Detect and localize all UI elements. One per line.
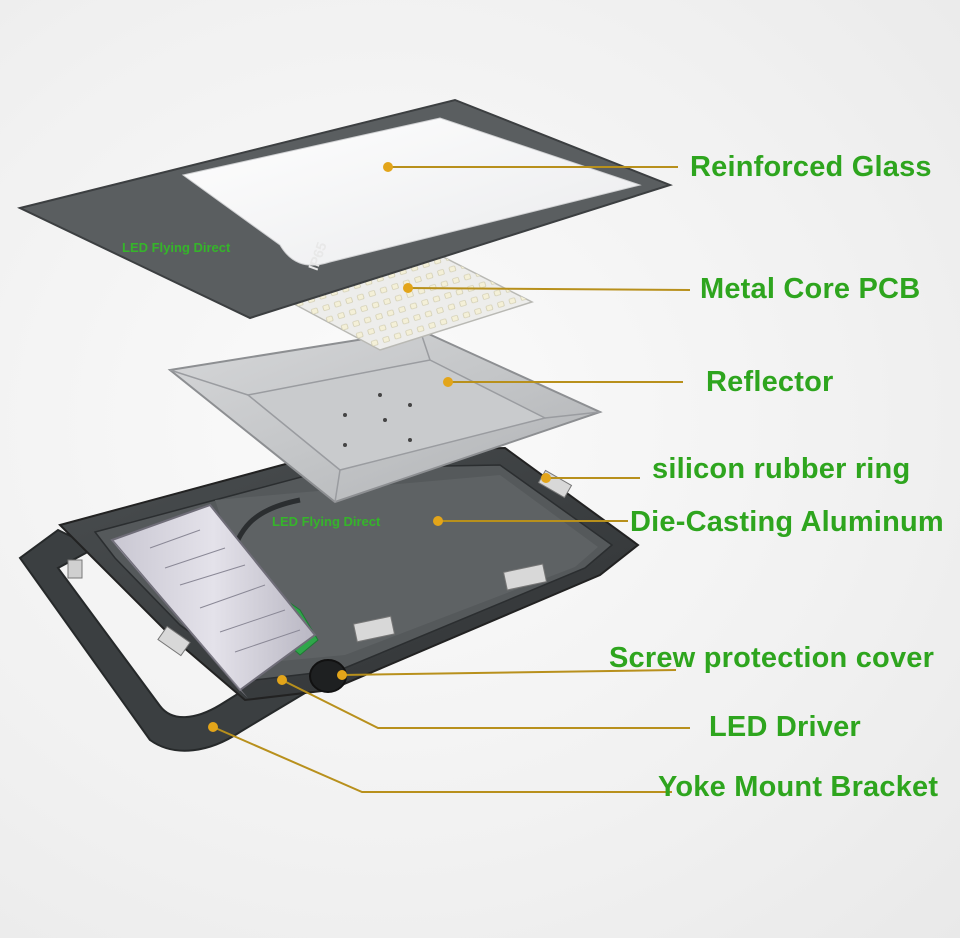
label-screw-protection-cover: Screw protection cover [609,642,935,674]
leader-screw-protection-cover [341,669,677,676]
label-reinforced-glass: Reinforced Glass [690,151,932,183]
label-die-casting-aluminum: Die-Casting Aluminum [630,506,944,538]
label-metal-core-pcb: Metal Core PCB [700,273,921,305]
leader-dots [208,162,551,732]
label-silicon-rubber-ring: silicon rubber ring [652,453,911,485]
leader-lines [212,166,691,793]
leader-led-driver [281,679,690,729]
reflector-shape [167,328,603,504]
label-led-driver: LED Driver [709,711,861,743]
label-reflector: Reflector [706,366,834,398]
reinforced-glass-shape: IP65 LED Flying Direct [17,98,673,320]
leader-metal-core-pcb [407,287,691,291]
watermark-glass: LED Flying Direct [122,240,231,255]
led-driver-shape [110,503,317,698]
leader-yoke-mount-bracket [212,726,672,793]
label-yoke-mount-bracket: Yoke Mount Bracket [658,771,939,803]
watermark-housing: LED Flying Direct [272,514,381,529]
